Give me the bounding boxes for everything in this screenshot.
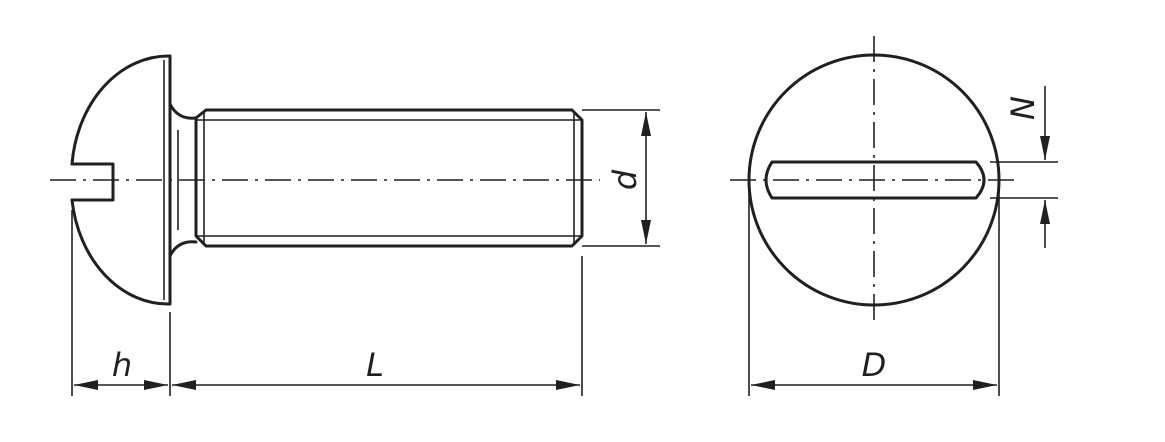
dimension-D: D — [748, 186, 1000, 396]
arrowhead — [144, 380, 168, 390]
end-view-slot — [764, 160, 986, 200]
arrowhead — [641, 112, 651, 136]
shank-outline — [194, 108, 584, 248]
head-slot — [70, 162, 115, 202]
arrowhead — [641, 220, 651, 244]
dimension-h-and-L: h L — [71, 210, 583, 396]
length-label: L — [366, 346, 384, 384]
neck-fillet-bottom — [168, 240, 198, 258]
arrowhead — [74, 380, 98, 390]
head-height-label: h — [112, 346, 132, 384]
arrowhead — [1040, 136, 1050, 160]
neck-fillet-top — [168, 102, 198, 120]
thread-diameter-label: d — [606, 169, 644, 190]
arrowhead — [556, 380, 580, 390]
arrowhead — [1040, 200, 1050, 224]
side-view — [50, 54, 600, 306]
arrowhead — [751, 380, 775, 390]
arrowhead — [973, 380, 997, 390]
dimension-d: d — [582, 109, 660, 247]
arrowhead — [172, 380, 196, 390]
head-diameter-label: D — [862, 346, 887, 384]
end-view — [730, 36, 1020, 322]
dimension-N: N — [990, 86, 1058, 248]
slot-width-label: N — [1004, 96, 1042, 120]
